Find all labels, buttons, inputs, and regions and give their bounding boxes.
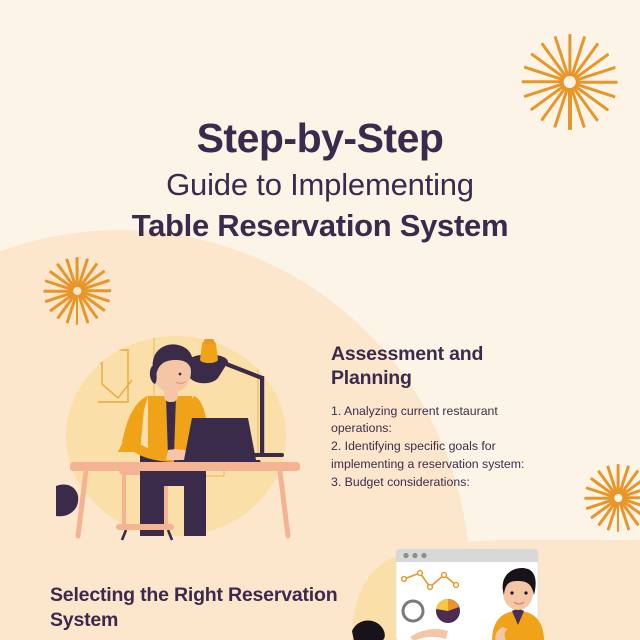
title-line-1: Step-by-Step <box>196 115 444 161</box>
list-item: 1. Analyzing current restaurant operatio… <box>331 403 498 436</box>
list-item: 3. Budget considerations: <box>331 474 470 489</box>
section-selecting-reservation-system: Selecting the Right Reservation System <box>50 583 350 633</box>
assessment-step-list: 1. Analyzing current restaurant operatio… <box>331 403 561 492</box>
title-line-2: Guide to Implementing <box>166 167 474 202</box>
page-title: Step-by-Step Guide to Implementing Table… <box>0 115 640 243</box>
selecting-heading: Selecting the Right Reservation System <box>50 584 338 631</box>
section-assessment-and-planning: Assessment and Planning 1. Analyzing cur… <box>331 343 561 492</box>
starburst-icon-mid-left <box>40 254 114 328</box>
list-item: 2. Identifying specific goals for implem… <box>331 439 525 472</box>
starburst-icon-top-right <box>518 30 622 134</box>
browser-analytics-illustration <box>352 545 582 640</box>
person-at-desk-illustration <box>56 336 306 541</box>
title-line-3: Table Reservation System <box>131 208 509 243</box>
assessment-heading: Assessment and Planning <box>331 343 484 389</box>
starburst-icon-right <box>581 461 640 535</box>
